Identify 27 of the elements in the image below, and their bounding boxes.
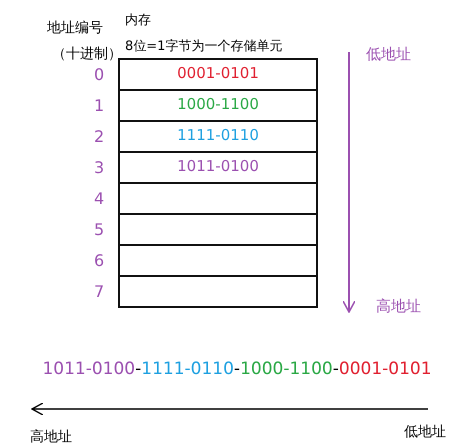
address-number: 2 <box>94 127 104 146</box>
axis-title: 地址编号 <box>47 19 103 37</box>
cell-value: 1111-0110 <box>176 126 260 144</box>
byte-sequence-part: 0001-0101 <box>338 359 432 379</box>
byte-sequence-part: 1011-0100 <box>42 359 136 379</box>
direction-label: 低地址 <box>404 423 446 441</box>
address-number: 4 <box>94 189 104 208</box>
byte-sequence-part: - <box>234 359 240 379</box>
byte-sequence-part: 1000-1100 <box>240 359 333 379</box>
address-number: 5 <box>94 220 104 239</box>
direction-label: 高地址 <box>30 428 72 446</box>
byte-sequence-part: 1111-0110 <box>141 359 234 379</box>
address-number: 0 <box>94 65 104 84</box>
caption-text: 8位=1字节为一个存储单元 <box>125 38 282 55</box>
byte-sequence-part: - <box>135 359 142 379</box>
heading: 内存 <box>125 12 151 29</box>
direction-label: 高地址 <box>376 297 421 316</box>
cell-value: 1000-1100 <box>176 95 260 113</box>
axis-title: （十进制） <box>52 45 122 63</box>
cell-value: 0001-0101 <box>176 64 260 82</box>
byte-sequence-part: - <box>332 359 339 379</box>
cell-value: 1011-0100 <box>176 157 260 175</box>
direction-label: 低地址 <box>366 45 411 64</box>
address-number: 1 <box>94 96 104 115</box>
address-number: 6 <box>94 251 104 270</box>
address-number: 7 <box>94 282 104 301</box>
address-number: 3 <box>94 158 104 177</box>
